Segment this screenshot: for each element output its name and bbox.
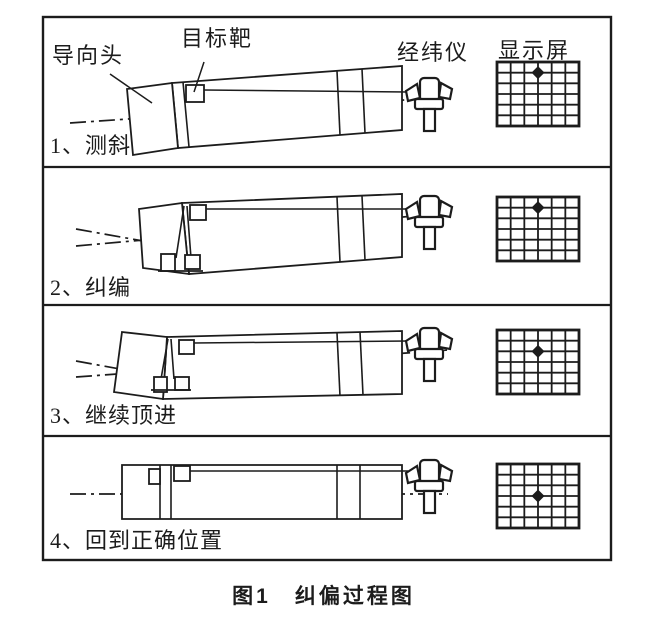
- jack-foot: [153, 376, 168, 393]
- leader-target: [193, 61, 205, 93]
- pipe-body: [121, 464, 403, 520]
- target-plate: [173, 465, 191, 482]
- step-1-label: 1、测斜: [50, 133, 132, 158]
- pipe-body: [171, 65, 403, 149]
- display-screen: [495, 328, 581, 396]
- panel-3-drawing: [75, 326, 581, 401]
- jack-foot: [184, 254, 201, 270]
- guide-head: [126, 81, 179, 157]
- step-2-label: 2、纠编: [50, 275, 132, 300]
- guide-head-label: 导向头: [52, 43, 125, 68]
- sight-line: [193, 340, 409, 344]
- target-plate: [178, 339, 195, 355]
- pipe-body: [181, 193, 403, 275]
- step-3-label: 3、继续顶进: [50, 403, 178, 428]
- step-4-label: 4、回到正确位置: [50, 528, 224, 553]
- marker-diamond: [531, 489, 545, 503]
- jack-foot: [160, 253, 176, 272]
- display-label: 显示屏: [498, 38, 571, 63]
- marker-diamond: [531, 344, 545, 358]
- marker-diamond: [531, 201, 545, 215]
- head-axis: [75, 360, 143, 374]
- jack-foot: [148, 468, 161, 485]
- panel-2-drawing: [75, 193, 581, 276]
- marker-diamond: [531, 66, 545, 80]
- target-plate: [185, 84, 205, 103]
- panel-1-drawing: [69, 60, 581, 157]
- leader-guide-head: [109, 73, 153, 104]
- target-plate: [189, 204, 207, 221]
- target-label: 目标靶: [181, 26, 254, 51]
- sight-line: [203, 89, 409, 93]
- display-screen: [495, 195, 581, 263]
- figure-caption: 图1 纠偏过程图: [232, 585, 415, 608]
- theodolite-label: 经纬仪: [397, 40, 470, 65]
- panel-frame: [41, 15, 613, 562]
- panel-4-drawing: [70, 458, 581, 530]
- jack-foot: [174, 376, 190, 391]
- display-screen: [495, 462, 581, 530]
- head-axis: [75, 228, 144, 242]
- display-screen: [495, 60, 581, 128]
